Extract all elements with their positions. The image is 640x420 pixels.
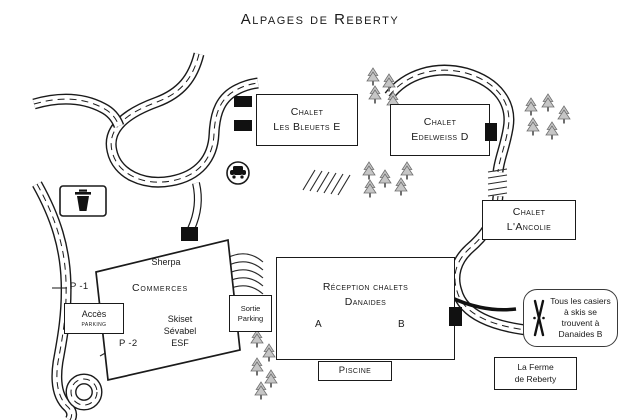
trash-icon bbox=[59, 185, 107, 217]
callout-text: Tous les casiers à skis se trouvent à Da… bbox=[550, 295, 611, 340]
stairs-hatching bbox=[226, 168, 508, 295]
entrance-marker bbox=[234, 96, 252, 107]
reception-title: Réception chalets bbox=[322, 281, 409, 293]
reception-danaides: Réception chalets Danaides A B bbox=[276, 257, 455, 360]
parking-level-1-label: P -1 bbox=[70, 281, 89, 292]
entrance-marker bbox=[485, 123, 497, 141]
wing-b-label: B bbox=[398, 319, 405, 330]
ferme-line: de Reberty bbox=[514, 373, 557, 384]
sevabel-label: Sévabel bbox=[163, 326, 197, 337]
chalet-name: Chalet bbox=[512, 206, 546, 219]
junction-marker bbox=[181, 227, 198, 241]
ferme-line: La Ferme bbox=[517, 362, 554, 373]
acces-label: parking bbox=[81, 319, 107, 328]
commerces-building-shape bbox=[95, 238, 241, 382]
crossed-skis-icon bbox=[533, 299, 545, 337]
chalet-name: Chalet bbox=[423, 116, 457, 129]
chalet-ancolie: Chalet L'Ancolie bbox=[482, 200, 576, 240]
chalet-edelweiss: Chalet Edelweiss D bbox=[390, 104, 490, 156]
road-network bbox=[32, 52, 536, 420]
chalet-les-bleuets: Chalet Les Bleuets E bbox=[256, 94, 358, 146]
sherpa-label: Sherpa bbox=[151, 257, 181, 267]
skiset-label: Skiset bbox=[167, 314, 193, 324]
wing-a-label: A bbox=[315, 319, 322, 330]
piscine-label: Piscine bbox=[338, 365, 372, 377]
piscine-box: Piscine bbox=[318, 361, 392, 381]
parking-level-2-label: P -2 bbox=[119, 338, 138, 349]
commerces-label: Commerces bbox=[131, 282, 188, 294]
chalet-name: Chalet bbox=[290, 106, 324, 119]
sortie-label: Parking bbox=[237, 313, 264, 323]
chalet-name: Edelweiss D bbox=[411, 131, 469, 143]
acces-parking-box: Accès parking bbox=[64, 303, 124, 334]
chalet-name: L'Ancolie bbox=[506, 221, 552, 233]
entrance-marker bbox=[234, 120, 252, 131]
shops-labels: Skiset Sévabel ESF bbox=[145, 313, 215, 349]
esf-label: ESF bbox=[171, 338, 189, 349]
car-icon bbox=[226, 161, 250, 185]
page-title: Alpages de Reberty bbox=[240, 11, 400, 28]
ski-lockers-callout: Tous les casiers à skis se trouvent à Da… bbox=[523, 289, 618, 347]
chalet-name: Les Bleuets E bbox=[273, 121, 341, 133]
entrance-marker bbox=[449, 307, 462, 326]
ferme-de-reberty-box: La Ferme de Reberty bbox=[494, 357, 577, 390]
sortie-parking-box: Sortie Parking bbox=[229, 295, 272, 332]
sortie-label: Sortie bbox=[240, 304, 261, 314]
reception-subtitle: Danaides bbox=[344, 295, 387, 308]
acces-label: Accès bbox=[81, 309, 107, 319]
